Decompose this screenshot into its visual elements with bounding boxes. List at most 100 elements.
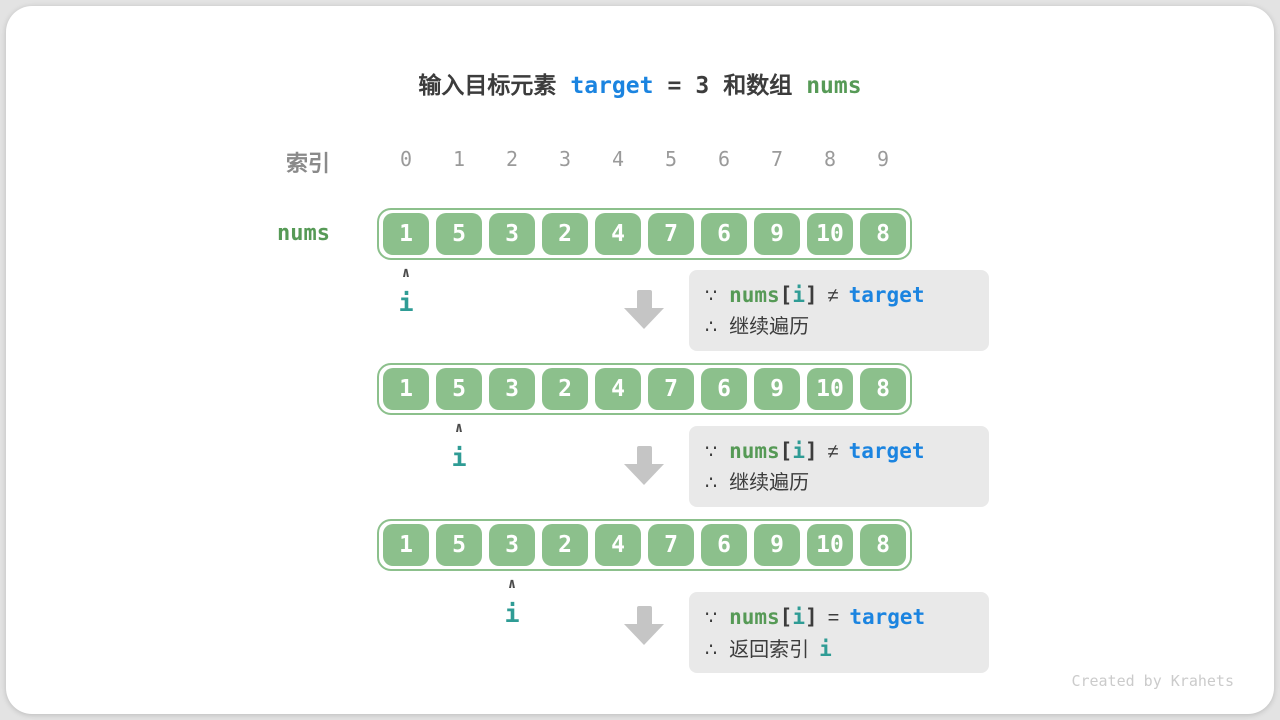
array-cell: 4 (595, 524, 641, 566)
array-cell: 2 (542, 524, 588, 566)
note-condition-line: ∵ nums [ i ] ≠ target (705, 280, 973, 312)
operator: ≠ (827, 441, 839, 463)
index-row: 0 1 2 3 4 5 6 7 8 9 (383, 147, 906, 171)
index-value: 5 (664, 147, 678, 171)
diagram-card: 输入目标元素 target = 3 和数组 nums 索引 0 1 2 3 4 … (6, 6, 1274, 714)
note-condition-line: ∵ nums [ i ] ≠ target (705, 436, 973, 468)
array-cell: 5 (436, 213, 482, 255)
open-bracket: [ (779, 605, 793, 629)
pointer-step1: ∧ i (383, 266, 429, 315)
note-conclusion-line: ∴ 继续遍历 (705, 312, 973, 343)
note-conclusion-line: ∴ 继续遍历 (705, 468, 973, 499)
index-value: 3 (558, 147, 572, 171)
array-cell: 3 (489, 368, 535, 410)
array-cell: 2 (542, 368, 588, 410)
index-value: 8 (823, 147, 837, 171)
index-value: 0 (399, 147, 413, 171)
array-cell: 9 (754, 524, 800, 566)
down-arrow-icon (624, 606, 664, 645)
pointer-step3: ∧ i (489, 577, 535, 626)
because-symbol: ∵ (705, 442, 718, 463)
because-symbol: ∵ (705, 608, 718, 629)
array-cell: 5 (436, 368, 482, 410)
because-symbol: ∵ (705, 286, 718, 307)
array-cell: 4 (595, 368, 641, 410)
array-cell: 8 (860, 213, 906, 255)
operator: = (827, 607, 840, 629)
array-label: nums (277, 221, 330, 246)
index-value: 1 (452, 147, 466, 171)
credit-text: Created by Krahets (1071, 672, 1234, 690)
note-step2: ∵ nums [ i ] ≠ target ∴ 继续遍历 (689, 426, 989, 507)
pointer-i-label: i (504, 599, 520, 628)
note-conclusion-line: ∴ 返回索引 i (705, 634, 973, 666)
target-token: target (848, 439, 925, 463)
array-cell: 10 (807, 524, 853, 566)
title-target-token: target (570, 73, 654, 99)
pointer-i-label: i (398, 288, 414, 317)
array-cell: 10 (807, 213, 853, 255)
array-cell: 7 (648, 213, 694, 255)
therefore-symbol: ∴ (705, 317, 718, 338)
target-token: target (848, 283, 925, 307)
close-bracket: ] (804, 283, 818, 307)
index-value: 4 (611, 147, 625, 171)
array-cell: 10 (807, 368, 853, 410)
array-cell: 3 (489, 213, 535, 255)
array-cell: 1 (383, 213, 429, 255)
caret-up-icon: ∧ (507, 576, 517, 592)
array-cell: 9 (754, 368, 800, 410)
close-bracket: ] (804, 439, 818, 463)
title-target-value: 3 (695, 73, 710, 99)
title-nums-token: nums (806, 73, 862, 99)
conclusion-text: 继续遍历 (729, 472, 810, 494)
array-cell: 5 (436, 524, 482, 566)
caret-up-icon: ∧ (401, 265, 411, 281)
note-step3: ∵ nums [ i ] = target ∴ 返回索引 i (689, 592, 989, 673)
open-bracket: [ (779, 439, 793, 463)
array-cell: 4 (595, 213, 641, 255)
down-arrow-icon (624, 446, 664, 485)
conclusion-text: 继续遍历 (729, 316, 810, 338)
title-middle: 和数组 (723, 72, 793, 98)
note-condition-line: ∵ nums [ i ] = target (705, 602, 973, 634)
caret-up-icon: ∧ (454, 420, 464, 436)
array-cell: 7 (648, 524, 694, 566)
close-bracket: ] (804, 605, 818, 629)
array-row-step3: 1 5 3 2 4 7 6 9 10 8 (377, 519, 912, 571)
i-token: i (792, 605, 805, 629)
array-row-step1: 1 5 3 2 4 7 6 9 10 8 (377, 208, 912, 260)
operator: ≠ (827, 285, 839, 307)
array-row-step2: 1 5 3 2 4 7 6 9 10 8 (377, 363, 912, 415)
nums-token: nums (729, 439, 780, 463)
note-step1: ∵ nums [ i ] ≠ target ∴ 继续遍历 (689, 270, 989, 351)
pointer-step2: ∧ i (436, 421, 482, 470)
nums-token: nums (729, 283, 780, 307)
open-bracket: [ (779, 283, 793, 307)
array-cell: 3 (489, 524, 535, 566)
title-prefix: 输入目标元素 (418, 72, 557, 98)
index-value: 7 (770, 147, 784, 171)
array-cell: 1 (383, 524, 429, 566)
therefore-symbol: ∴ (705, 473, 718, 494)
i-token: i (792, 283, 805, 307)
target-token: target (849, 605, 926, 629)
i-token: i (792, 439, 805, 463)
index-value: 6 (717, 147, 731, 171)
index-row-label: 索引 (285, 151, 330, 176)
array-cell: 1 (383, 368, 429, 410)
index-value: 9 (876, 147, 890, 171)
therefore-symbol: ∴ (705, 640, 718, 661)
conclusion-i-token: i (819, 637, 832, 661)
array-cell: 9 (754, 213, 800, 255)
pointer-i-label: i (451, 443, 467, 472)
title-equals: = (667, 73, 682, 99)
down-arrow-icon (624, 290, 664, 329)
array-cell: 6 (701, 368, 747, 410)
array-cell: 8 (860, 524, 906, 566)
array-cell: 6 (701, 213, 747, 255)
diagram-title: 输入目标元素 target = 3 和数组 nums (6, 66, 1274, 100)
array-cell: 2 (542, 213, 588, 255)
array-cell: 7 (648, 368, 694, 410)
nums-token: nums (729, 605, 780, 629)
